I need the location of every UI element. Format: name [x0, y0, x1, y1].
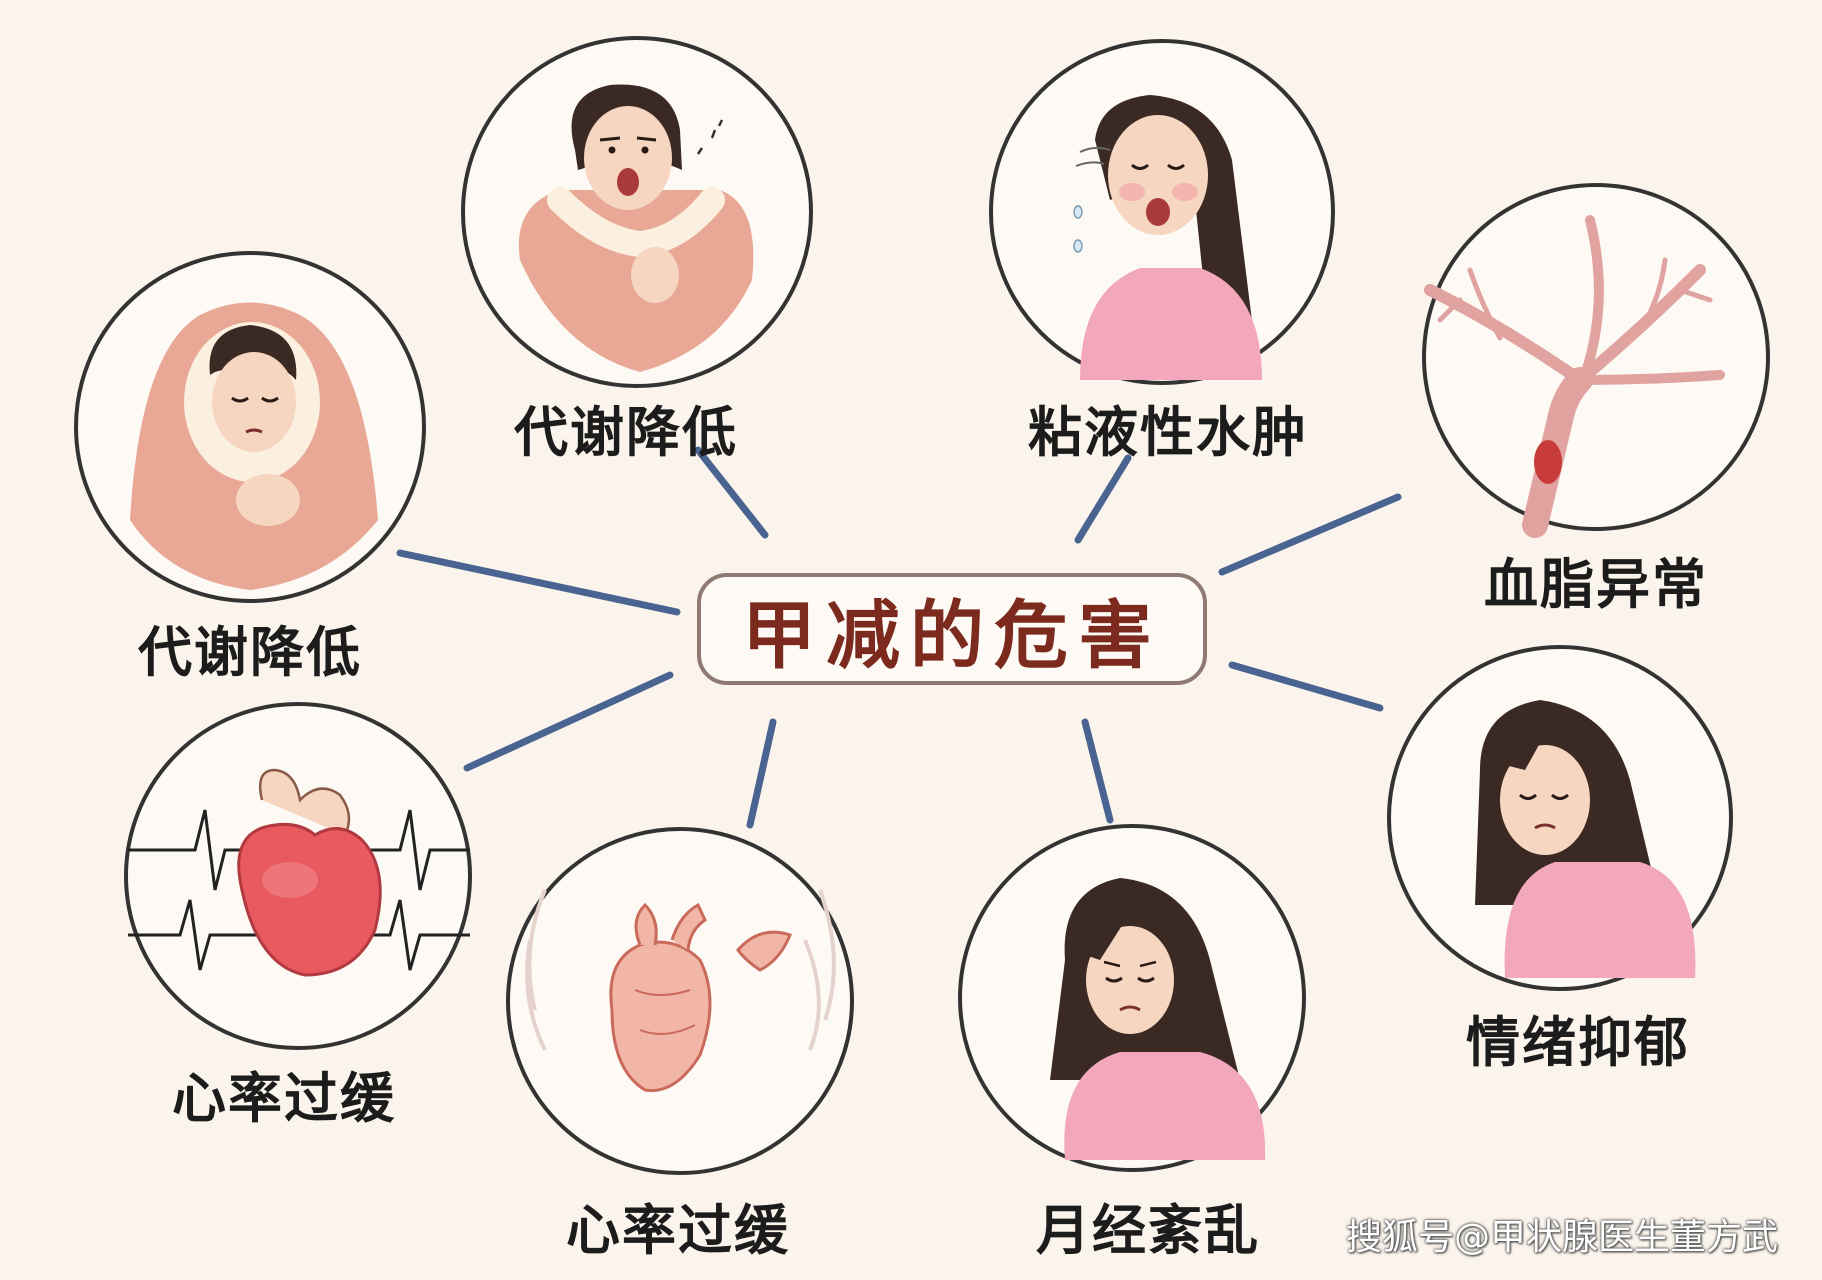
node-bradycardia-2	[124, 702, 472, 1050]
label-menstrual: 月经紊乱	[1036, 1199, 1260, 1262]
label-depression: 情绪抑郁	[1466, 1011, 1690, 1074]
connector-dyslipidemia	[1218, 493, 1402, 576]
connector-myxedema	[1074, 454, 1132, 544]
label-bradycardia-2: 心率过缓	[172, 1067, 396, 1130]
sad-woman-icon	[1475, 700, 1696, 978]
label-metabolism-2: 代谢降低	[138, 621, 362, 684]
label-metabolism-1: 代谢降低	[514, 401, 738, 464]
label-dyslipidemia: 血脂异常	[1484, 553, 1708, 616]
diagram-title: 甲减的危害	[742, 592, 1162, 679]
woman-wrapped-in-blanket-icon	[130, 302, 378, 590]
label-bradycardia-1: 心率过缓	[566, 1199, 790, 1262]
connector-menstrual	[1081, 718, 1114, 824]
node-myxedema	[989, 39, 1335, 385]
node-depression	[1387, 645, 1733, 991]
woman-crying-swollen-icon	[1073, 95, 1262, 380]
heart-ecg-icon	[128, 768, 470, 977]
node-metabolism-1	[461, 36, 813, 388]
connector-bradycardia-1	[746, 718, 777, 829]
connector-metabolism-2	[396, 549, 681, 616]
woman-in-blanket-cold-icon	[518, 84, 754, 372]
label-myxedema: 粘液性水肿	[1028, 401, 1308, 464]
watermark: 搜狐号@甲状腺医生董方武	[1345, 1217, 1778, 1258]
node-bradycardia-1	[506, 827, 854, 1175]
connector-metabolism-1	[694, 446, 769, 539]
connector-depression	[1228, 661, 1384, 712]
woman-in-pain-icon	[1050, 878, 1266, 1160]
node-dyslipidemia	[1422, 183, 1770, 538]
node-metabolism-2	[74, 251, 426, 603]
connectors	[396, 446, 1402, 829]
blood-vessel-plaque-icon	[1424, 215, 1725, 538]
heart-with-vessels-icon	[525, 889, 836, 1093]
center-title-box: 甲减的危害	[697, 573, 1207, 685]
connector-bradycardia-2	[463, 671, 674, 772]
node-menstrual	[958, 824, 1306, 1172]
